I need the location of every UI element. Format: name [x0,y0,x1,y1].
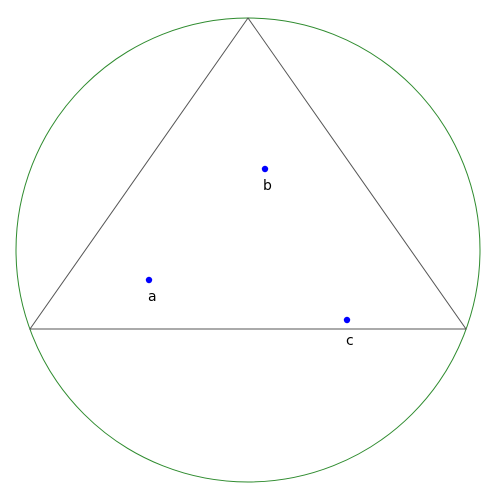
point-b-group: b [261,165,272,194]
triangle [29,17,467,330]
point-a-label: a [148,289,157,305]
point-b [261,165,269,173]
point-a-group: a [145,276,157,305]
point-c-group: c [343,316,354,349]
point-b-label: b [263,178,272,194]
point-c [343,316,351,324]
point-a [145,276,153,284]
point-c-label: c [346,333,354,349]
